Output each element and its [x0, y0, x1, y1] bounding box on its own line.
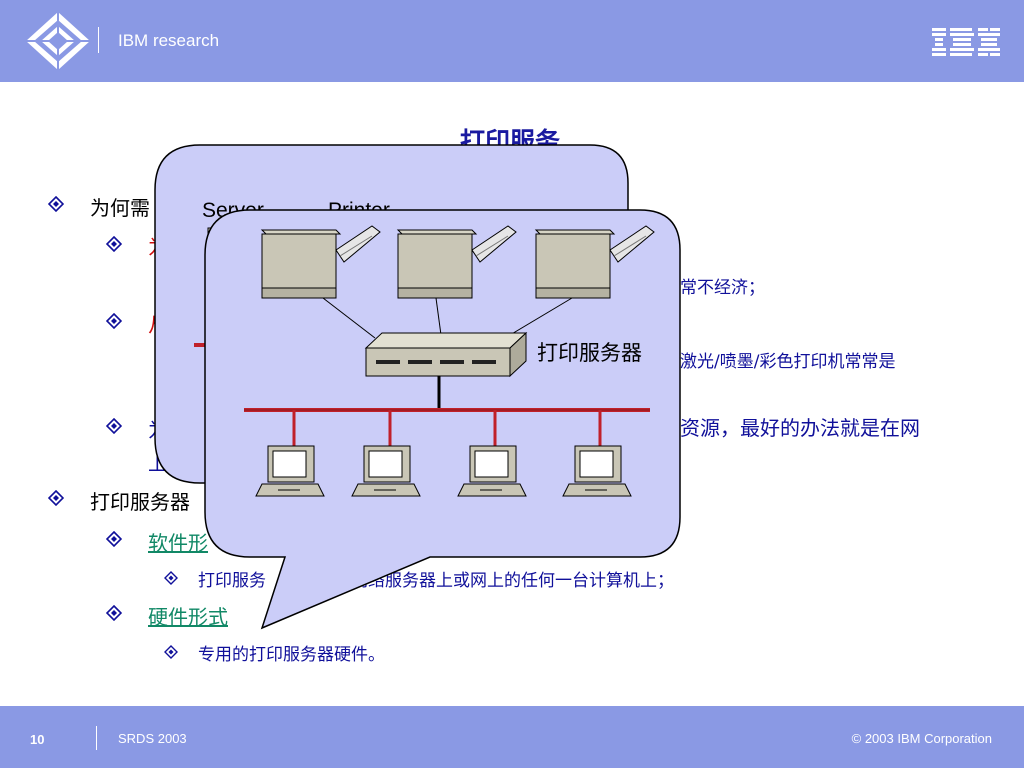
bullet-diamond-icon: [106, 605, 122, 621]
bullet-hardware-form: 硬件形式: [148, 605, 228, 629]
ibm-logo-icon: [932, 28, 1000, 56]
bullet-software-detail-b: 安装在网络服务器上或网上的任何一台计算机上；: [300, 571, 674, 591]
footer-banner: 10 SRDS 2003 © 2003 IBM Corporation: [0, 706, 1024, 768]
print-server-label: 打印服务器: [537, 341, 642, 365]
bullet-diamond-icon: [106, 313, 122, 329]
printer-icon: [260, 225, 381, 299]
footer-copyright: © 2003 IBM Corporation: [851, 731, 992, 746]
bullet-software-form: 软件形: [148, 531, 208, 555]
bullet-diamond-icon: [48, 196, 64, 212]
callout-front-bubble: [204, 209, 681, 630]
printer-icon: [396, 225, 517, 299]
footer-conference: SRDS 2003: [118, 731, 187, 746]
computer-icon: [457, 445, 527, 497]
bullet-diamond-icon: [164, 645, 178, 659]
print-server-icon: [364, 331, 528, 378]
page-number: 10: [30, 732, 45, 747]
bullet-software-detail-a: 打印服务: [198, 571, 266, 591]
bullet-reason-1-tail: 常不经济；: [680, 278, 765, 298]
bullet-diamond-icon: [106, 531, 122, 547]
header-banner: IBM research: [0, 0, 1024, 82]
bullet-diamond-icon: [106, 236, 122, 252]
header-title: IBM research: [118, 31, 220, 50]
bullet-diamond-icon: [164, 571, 178, 585]
bullet-diamond-icon: [48, 490, 64, 506]
bullet-print-server: 打印服务器: [90, 490, 190, 514]
bullet-diamond-icon: [106, 418, 122, 434]
computer-icon: [562, 445, 632, 497]
bullet-reason-2-tail: 激光/喷墨/彩色打印机常常是: [680, 352, 896, 372]
bullet-reason-3-tail: 资源，最好的办法就是在网: [680, 416, 920, 440]
header-divider: [98, 27, 99, 53]
bullet-hardware-detail: 专用的打印服务器硬件。: [198, 645, 385, 665]
footer-divider: [96, 726, 97, 750]
bullet-why-need: 为何需: [90, 196, 150, 220]
computer-icon: [255, 445, 325, 497]
printer-icon: [534, 225, 655, 299]
ibm-research-diamond-icon: [26, 12, 90, 70]
computer-icon: [351, 445, 421, 497]
